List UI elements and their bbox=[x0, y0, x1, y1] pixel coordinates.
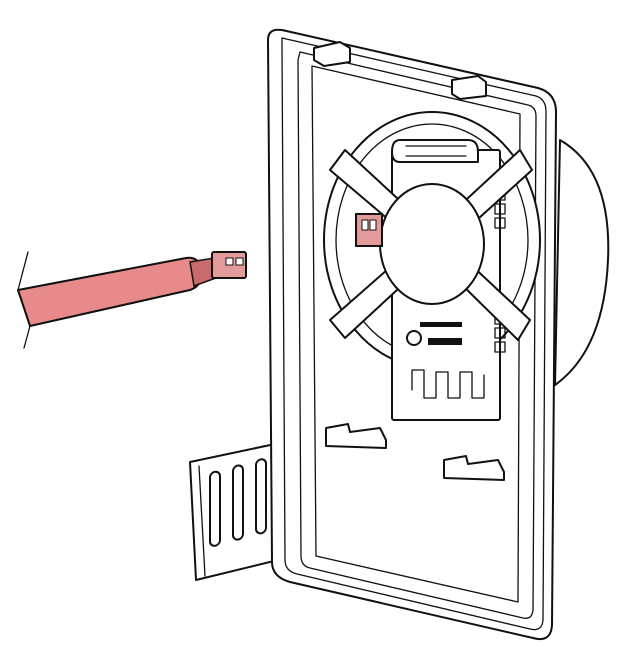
pcb-marking bbox=[420, 322, 462, 345]
latch-right bbox=[443, 455, 505, 481]
sensor-cable bbox=[17, 251, 247, 349]
bracket-slots bbox=[209, 458, 267, 547]
rear-disc bbox=[554, 139, 610, 386]
internal-socket bbox=[355, 213, 383, 247]
screw bbox=[406, 330, 422, 346]
cable-connector bbox=[211, 251, 247, 279]
latch-left bbox=[325, 423, 387, 449]
center-hub bbox=[379, 183, 485, 305]
top-clip-left bbox=[313, 41, 351, 67]
pcb-antenna bbox=[411, 369, 485, 399]
wall-bracket bbox=[189, 443, 279, 581]
usb-c-port bbox=[391, 139, 479, 163]
top-clip-right bbox=[451, 75, 487, 100]
